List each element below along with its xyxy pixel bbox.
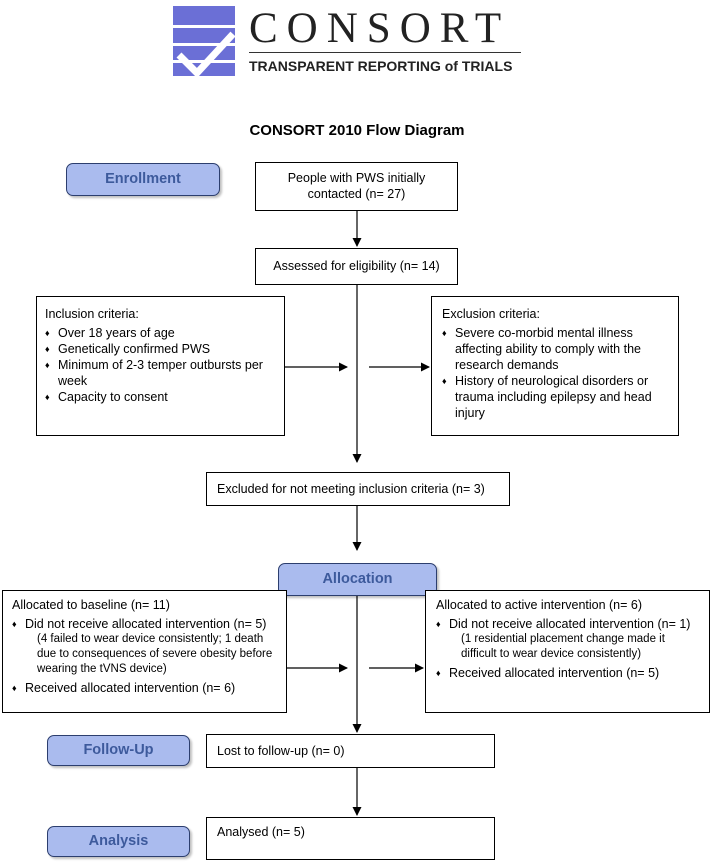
- exclusion-item: History of neurological disorders or tra…: [442, 373, 672, 421]
- baseline-received: Received allocated intervention (n= 6): [12, 680, 280, 696]
- active-reason: (1 residential placement change made it …: [461, 633, 665, 660]
- active-not-received: Did not receive allocated intervention (…: [436, 616, 703, 632]
- inclusion-heading: Inclusion criteria:: [45, 307, 139, 321]
- contacted-box: People with PWS initially contacted (n= …: [255, 162, 458, 211]
- inclusion-item: Capacity to consent: [45, 389, 278, 405]
- analysed-text: Analysed (n= 5): [217, 825, 305, 839]
- lost-followup-text: Lost to follow-up (n= 0): [217, 744, 345, 758]
- stage-followup: Follow-Up: [47, 735, 190, 766]
- analysed-box: Analysed (n= 5): [206, 817, 495, 860]
- stage-allocation: Allocation: [278, 563, 437, 596]
- contacted-text: People with PWS initially contacted (n= …: [287, 171, 426, 201]
- excluded-box: Excluded for not meeting inclusion crite…: [206, 472, 510, 506]
- stage-enrollment: Enrollment: [66, 163, 220, 196]
- baseline-not-received: Did not receive allocated intervention (…: [12, 616, 280, 632]
- exclusion-item: Severe co-morbid mental illness affectin…: [442, 325, 672, 373]
- logo-wordmark: CONSORT: [249, 5, 511, 52]
- consort-logo: CONSORT TRANSPARENT REPORTING of TRIALS: [173, 5, 523, 78]
- assessed-text: Assessed for eligibility (n= 14): [273, 259, 440, 273]
- baseline-heading: Allocated to baseline (n= 11): [12, 598, 170, 612]
- excluded-text: Excluded for not meeting inclusion crite…: [217, 482, 485, 496]
- lost-followup-box: Lost to follow-up (n= 0): [206, 734, 495, 768]
- inclusion-item: Genetically confirmed PWS: [45, 341, 278, 357]
- exclusion-heading: Exclusion criteria:: [442, 307, 540, 321]
- active-received: Received allocated intervention (n= 5): [436, 665, 703, 681]
- assessed-box: Assessed for eligibility (n= 14): [255, 248, 458, 285]
- inclusion-item: Over 18 years of age: [45, 325, 278, 341]
- exclusion-criteria-box: Exclusion criteria: Severe co-morbid men…: [431, 296, 679, 436]
- stage-analysis: Analysis: [47, 826, 190, 857]
- active-allocation-box: Allocated to active intervention (n= 6) …: [425, 590, 710, 713]
- consort-logo-mark: [173, 6, 235, 76]
- baseline-reason: (4 failed to wear device consistently; 1…: [37, 633, 273, 675]
- page-title: CONSORT 2010 Flow Diagram: [249, 122, 465, 139]
- active-heading: Allocated to active intervention (n= 6): [436, 598, 643, 612]
- baseline-allocation-box: Allocated to baseline (n= 11) Did not re…: [2, 590, 287, 713]
- inclusion-item: Minimum of 2-3 temper outbursts per week: [45, 357, 278, 389]
- logo-rule: [249, 52, 521, 53]
- inclusion-criteria-box: Inclusion criteria: Over 18 years of age…: [36, 296, 285, 436]
- logo-tagline: TRANSPARENT REPORTING of TRIALS: [249, 58, 513, 74]
